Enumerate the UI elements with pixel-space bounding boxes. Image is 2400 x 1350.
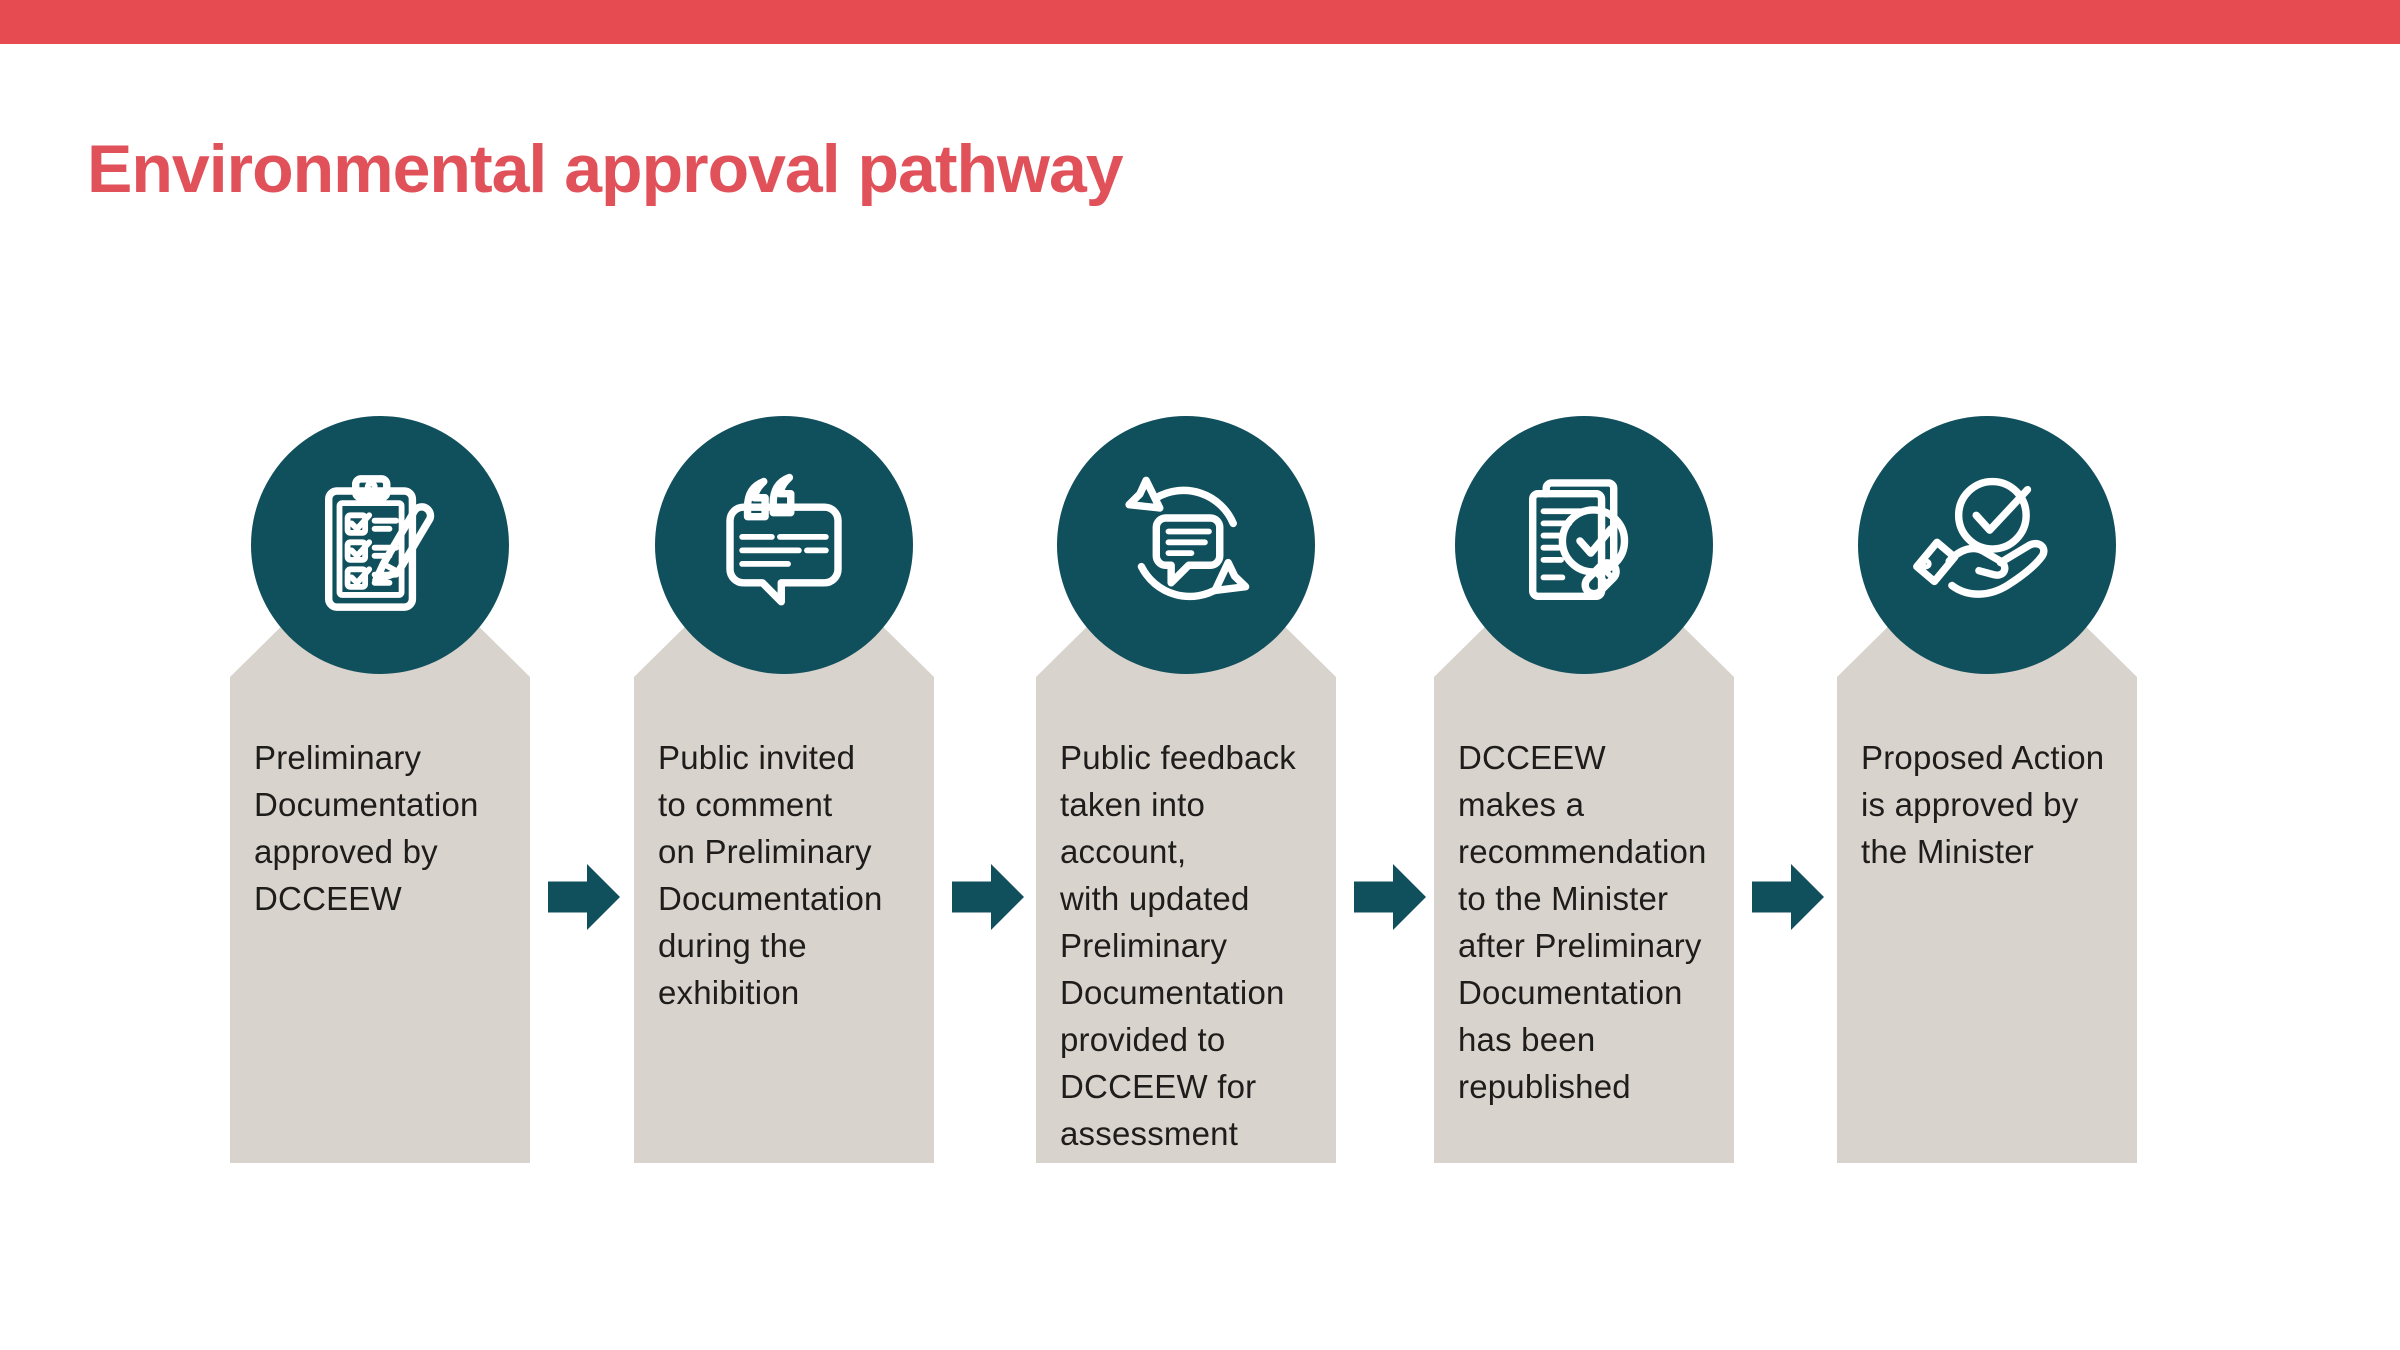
arrow-icon bbox=[952, 864, 1024, 930]
feedback-loop-bubble-icon bbox=[1125, 476, 1250, 601]
step-icon-badge bbox=[1858, 416, 2116, 674]
step-text: Public feedback taken into account, with… bbox=[1060, 739, 1296, 1152]
step-icon-badge bbox=[1057, 416, 1315, 674]
top-accent-bar bbox=[0, 0, 2400, 44]
step-text: Preliminary Documentation approved by DC… bbox=[254, 739, 479, 917]
quote-bubble-icon bbox=[726, 473, 842, 606]
clipboard-checklist-icon bbox=[324, 475, 435, 611]
step-3: Public feedback taken into account, with… bbox=[1036, 416, 1336, 1163]
step-text: Proposed Action is approved by the Minis… bbox=[1861, 739, 2105, 870]
step-icon-badge bbox=[251, 416, 509, 674]
arrow-icon bbox=[1752, 864, 1824, 930]
arrow-icon bbox=[1354, 864, 1426, 930]
page-title: Environmental approval pathway bbox=[87, 131, 1124, 207]
step-4: DCCEEW makes a recommendation to the Min… bbox=[1434, 416, 1734, 1163]
hand-holding-check-icon bbox=[1913, 477, 2048, 598]
document-review-magnifier-icon bbox=[1528, 479, 1629, 601]
step-2: Public invited to comment on Preliminary… bbox=[634, 416, 934, 1163]
step-5: Proposed Action is approved by the Minis… bbox=[1837, 416, 2137, 1163]
step-icon-badge bbox=[655, 416, 913, 674]
step-text: DCCEEW makes a recommendation to the Min… bbox=[1458, 739, 1707, 1105]
arrow-icon bbox=[548, 864, 620, 930]
step-1: Preliminary Documentation approved by DC… bbox=[230, 416, 530, 1163]
step-text: Public invited to comment on Preliminary… bbox=[658, 739, 883, 1011]
step-icon-badge bbox=[1455, 416, 1713, 674]
